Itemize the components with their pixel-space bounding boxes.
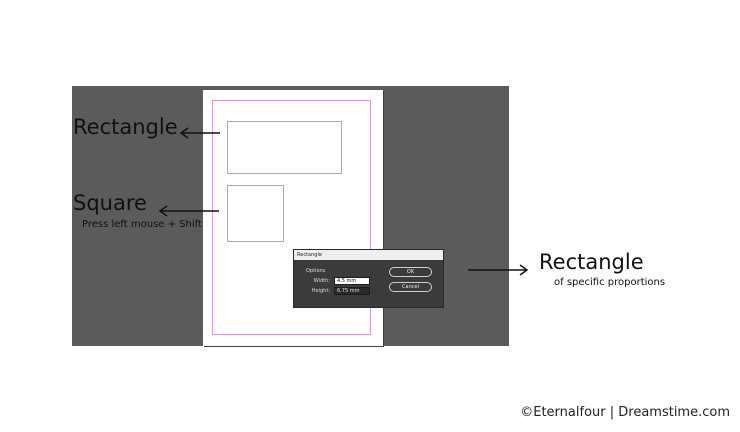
square-hint-text: Press left mouse + Shift [82, 219, 202, 230]
height-input[interactable] [334, 287, 370, 295]
width-label: Width: [313, 278, 330, 284]
rectangle-dialog: Rectangle Options Width: Height: OK Canc… [293, 249, 444, 308]
arrow-right-icon [468, 264, 529, 276]
rectangle-callout-label: Rectangle [73, 115, 178, 139]
width-input[interactable] [334, 277, 370, 285]
square-callout-label: Square [73, 191, 147, 215]
cancel-button[interactable]: Cancel [389, 282, 432, 292]
ok-button[interactable]: OK [389, 267, 432, 277]
square-frame[interactable] [227, 185, 284, 242]
rectangle-proportions-subtitle: of specific proportions [554, 277, 666, 288]
rectangle-frame[interactable] [227, 121, 342, 174]
dialog-title: Rectangle [294, 250, 443, 260]
margin-guide [212, 100, 371, 335]
height-label: Height: [311, 288, 330, 294]
canvas-area: Rectangle Options Width: Height: OK Canc… [72, 86, 509, 346]
arrow-left-icon [179, 127, 220, 139]
watermark-credit: ©Eternalfour | Dreamstime.com [520, 405, 730, 420]
document-page [203, 90, 383, 346]
options-heading: Options [306, 268, 326, 274]
arrow-left-icon [158, 205, 219, 217]
rectangle-proportions-label: Rectangle [539, 250, 644, 274]
